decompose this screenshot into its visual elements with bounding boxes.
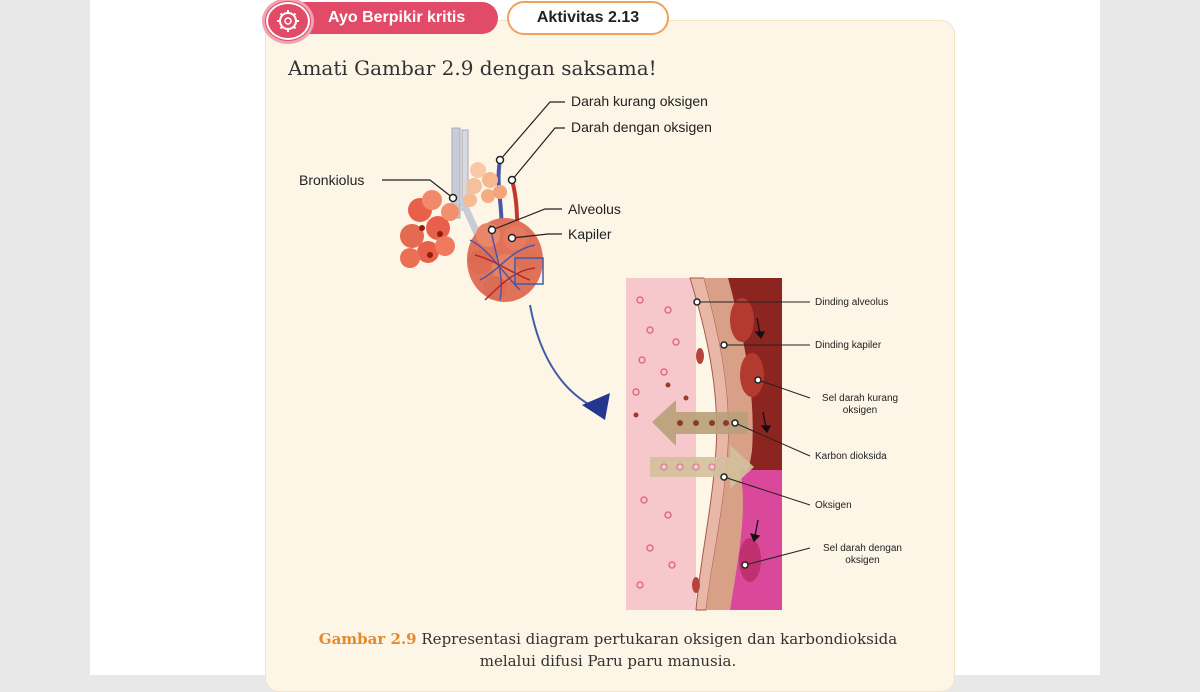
critical-thinking-badge: Ayo Berpikir kritis (290, 2, 498, 34)
label-alveolar-wall: Dinding alveolus (815, 297, 889, 308)
label-rbc-low-oxygen: Sel darah kurang oksigen (821, 393, 899, 416)
lung-diffusion-diagram (382, 101, 811, 611)
co2-arrow (652, 400, 748, 446)
leader-dots-top (448, 155, 517, 243)
zoom-box (514, 257, 544, 285)
label-alveolus: Alveolus (568, 201, 621, 217)
instruction-text: Amati Gambar 2.9 dengan saksama! (288, 56, 657, 80)
activity-label: Aktivitas 2.13 (507, 1, 669, 35)
alveoli-cluster-top (463, 162, 507, 207)
label-rbc-with-oxygen: Sel darah dengan oksigen (823, 543, 902, 566)
alveoli-cluster-right (467, 218, 543, 302)
arrow-head-icon (582, 393, 610, 420)
o2-arrow (650, 445, 754, 489)
leader-lines-top (382, 101, 565, 239)
label-carbon-dioxide: Karbon dioksida (815, 451, 887, 462)
leader-lines-detail (697, 301, 811, 566)
brain-gear-icon (266, 2, 310, 40)
label-oxygenated-blood: Darah dengan oksigen (571, 119, 712, 135)
zoom-arrow (529, 304, 601, 411)
label-oxygen: Oksigen (815, 500, 852, 511)
label-capillary-wall: Dinding kapiler (815, 340, 882, 351)
badge-label: Ayo Berpikir kritis (328, 9, 466, 26)
figure-number: Gambar 2.9 (318, 630, 417, 648)
figure-caption: Gambar 2.9 Representasi diagram pertukar… (268, 628, 948, 672)
label-capillary: Kapiler (568, 226, 612, 242)
caption-line-2: melalui difusi Paru paru manusia. (479, 652, 737, 670)
leader-dots-detail (693, 298, 762, 569)
label-deoxygenated-blood: Darah kurang oksigen (571, 93, 708, 109)
diffusion-detail (626, 277, 782, 611)
label-bronchiole: Bronkiolus (299, 172, 365, 188)
caption-line-1: Representasi diagram pertukaran oksigen … (416, 630, 898, 648)
alveoli-cluster-left (400, 190, 459, 268)
activity-panel (265, 20, 955, 692)
